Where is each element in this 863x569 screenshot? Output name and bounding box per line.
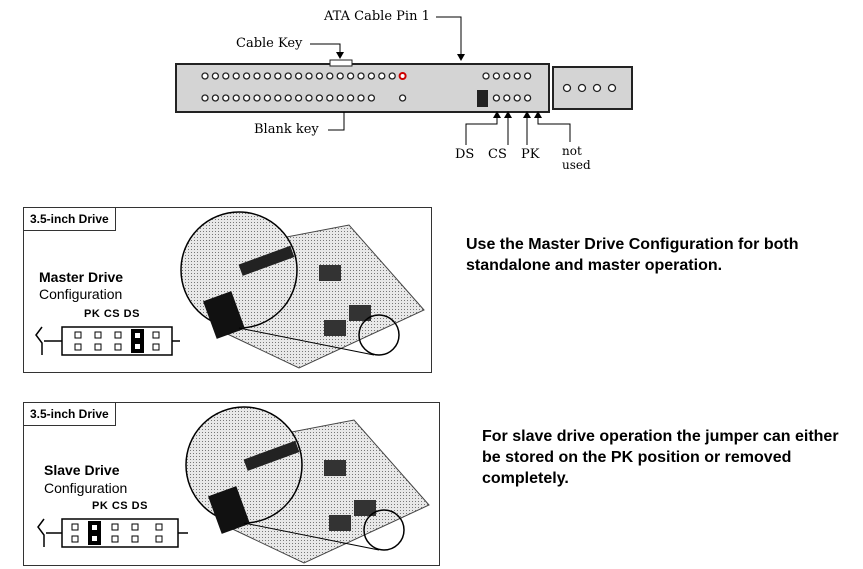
jumper-label-ds: DS [455,147,475,162]
connector-pin [367,94,376,102]
power-pin [607,83,617,93]
cable-key-notch [329,59,353,67]
connector-pin [201,94,209,102]
master-drive-panel: 3.5-inch Drive Master Drive Configuratio… [23,207,432,373]
connector-pin [398,94,407,102]
connector-pin [326,94,334,102]
connector-pin [336,94,344,102]
connector-pin [232,72,240,80]
connector-pin [326,72,334,80]
connector-pin [294,72,303,80]
connector-pin [242,94,251,102]
jumper-pin [503,94,511,102]
connector-body [175,63,550,113]
connector-pin [222,72,230,80]
connector-pin [263,72,272,80]
master-drive-title: Master Drive [39,269,124,285]
power-pin [592,83,602,93]
connector-pin [378,72,386,80]
slave-jumper-block [37,518,188,548]
connector-pin [201,72,209,80]
jumper-pin [523,94,532,102]
master-drive-subtitle: Configuration [39,286,123,302]
blank-key-label: Blank key [254,122,319,137]
master-drive-illustration [180,211,425,369]
slave-drive-panel: 3.5-inch Drive Slave Drive Configuration… [23,402,440,566]
connector-pin [305,94,313,102]
connector-pin [222,94,230,102]
slave-jumper-on-pk [88,521,101,545]
jumper-pin [492,94,501,102]
slave-drive-title: Slave Drive [44,462,120,478]
connector-pin [315,94,324,102]
slave-drive-illustration [185,406,430,564]
ata-cable-pin1-label: ATA Cable Pin 1 [324,9,430,24]
connector-pin [367,72,376,80]
connector-pin [242,72,251,80]
connector-pin [211,72,220,80]
connector-pin [274,72,282,80]
jumper-pin [513,72,521,80]
cable-key-label: Cable Key [236,36,303,51]
connector-pin [253,94,261,102]
connector-pin [336,72,344,80]
connector-pin [232,94,240,102]
power-pin [577,83,587,93]
jumper-pin [492,72,501,80]
power-pin [562,83,572,93]
not-used-label-line1: not [562,144,582,158]
ata-pin1 [398,72,407,80]
connector-pin [346,94,355,102]
master-jumper-header: PK CS DS [84,308,140,320]
connector-pin [294,94,303,102]
slave-panel-tab: 3.5-inch Drive [24,403,116,426]
jumper-pin [503,72,511,80]
jumper-label-pk: PK [521,147,540,162]
connector-pin [263,94,272,102]
connector-drawing [175,16,633,145]
connector-pin [253,72,261,80]
connector-pin [284,72,292,80]
slave-jumper-header: PK CS DS [92,500,148,512]
connector-pin [346,72,355,80]
connector-pin [274,94,282,102]
connector-pin [315,72,324,80]
master-jumper-on-ds [131,329,144,353]
connector-pin [284,94,292,102]
jumper-pin [523,72,532,80]
master-description: Use the Master Drive Configuration for b… [466,236,799,274]
slave-drive-subtitle: Configuration [44,480,128,496]
connector-pin [305,72,313,80]
blank-key-block [477,90,488,107]
connector-pin [388,72,396,80]
master-jumper-block [35,326,180,356]
connector-pin [357,94,365,102]
jumper-label-cs: CS [488,147,507,162]
not-used-label-line2: used [562,158,591,172]
connector-pin [357,72,365,80]
slave-description: For slave drive operation the jumper can… [482,428,839,487]
jumper-pin [482,72,490,80]
master-panel-tab: 3.5-inch Drive [24,208,116,231]
jumper-pin [513,94,521,102]
connector-pin [211,94,220,102]
